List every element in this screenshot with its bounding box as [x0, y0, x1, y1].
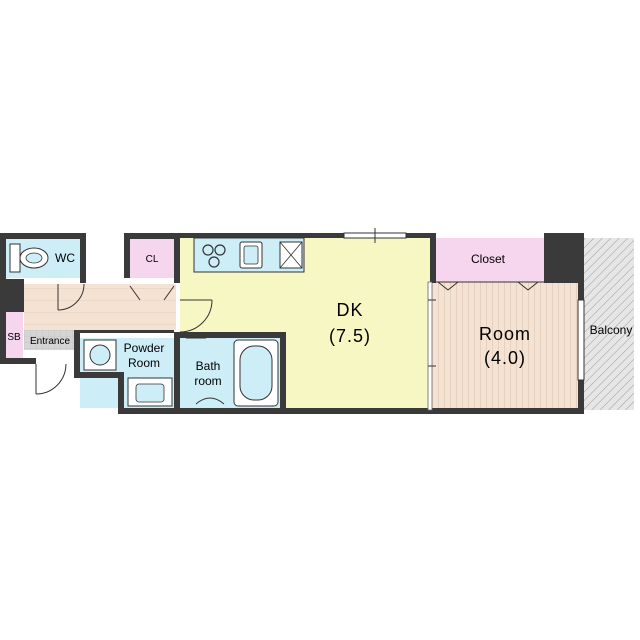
dk-name: DK — [336, 300, 363, 320]
closet-floor — [432, 238, 544, 282]
room-divider — [427, 281, 433, 411]
wc-label: WC — [55, 251, 75, 265]
hallway-floor — [24, 284, 176, 330]
room-name: Room — [479, 324, 531, 344]
room-floor — [432, 282, 578, 410]
closet-label: Closet — [471, 252, 506, 266]
kitchen-counter — [193, 237, 305, 273]
balcony-window — [577, 299, 585, 381]
sink-icon — [127, 377, 173, 407]
dk-window — [343, 228, 407, 243]
powder-room-label-line2: Room — [128, 356, 160, 370]
closet-doors — [432, 281, 544, 291]
balcony-floor — [584, 238, 634, 410]
doors — [35, 283, 213, 395]
entrance-floor — [24, 330, 74, 350]
sb-label: SB — [7, 332, 21, 343]
sb-floor — [5, 312, 23, 360]
bath-room-label-line2: room — [194, 374, 221, 388]
washer-icon — [83, 339, 117, 371]
cl-floor — [130, 238, 176, 278]
powder-room-label-line1: Powder — [124, 341, 165, 355]
bathtub-icon — [195, 339, 279, 407]
room-sliding-door — [428, 299, 436, 367]
cl-label: CL — [146, 254, 159, 265]
toilet-icon — [9, 243, 49, 273]
bath-room-label-line1: Bath — [196, 359, 221, 373]
room-size: (4.0) — [484, 348, 526, 368]
dk-size: (7.5) — [329, 326, 371, 346]
balcony-label: Balcony — [590, 323, 633, 337]
entrance-label: Entrance — [30, 336, 70, 347]
